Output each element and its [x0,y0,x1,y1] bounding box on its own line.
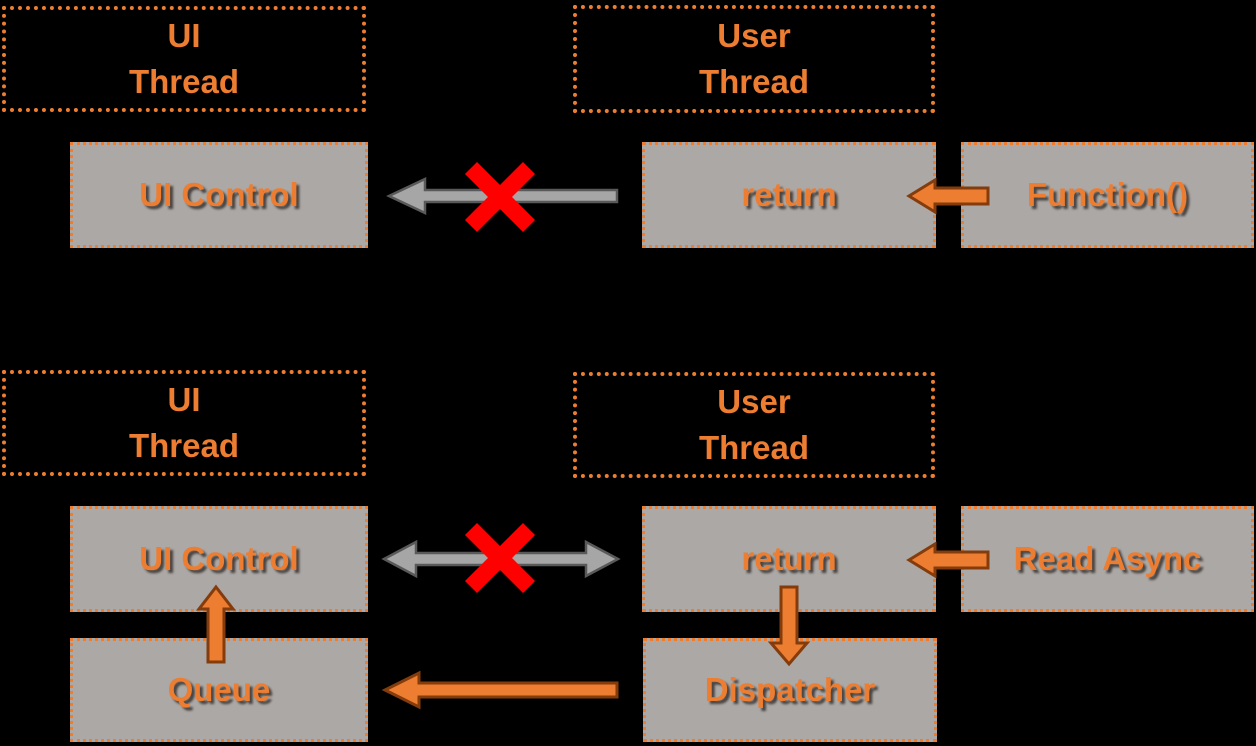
ui-control-box-bottom: UI Control [70,506,368,612]
red-x-icon-top [464,161,536,233]
queue-box: Queue [70,638,368,742]
ui-control-box-top: UI Control [70,142,368,248]
function-box: Function() [961,142,1254,248]
ui-thread-label-top: UI Thread [128,17,240,100]
user-thread-box-bottom: User Thread [573,372,935,478]
queue-label: Queue [167,671,271,709]
user-thread-label-bottom: User Thread [698,383,810,466]
ui-thread-label-bottom: UI Thread [128,381,240,464]
return-label-top: return [741,176,837,214]
ui-thread-box-bottom: UI Thread [2,370,366,476]
dispatcher-box: Dispatcher [643,638,937,742]
user-thread-label-top: User Thread [698,17,810,100]
dispatcher-label: Dispatcher [704,671,876,709]
return-box-top: return [642,142,936,248]
blocked-return-arrow [386,177,619,215]
red-x-icon-bottom [464,522,536,594]
user-thread-box-top: User Thread [573,5,935,113]
ui-control-label-bottom: UI Control [139,540,299,578]
read-async-label: Read Async [1013,540,1202,578]
blocked-bidirectional-arrow [381,539,621,579]
return-box-bottom: return [642,506,936,612]
ui-thread-box-top: UI Thread [2,6,366,112]
return-label-bottom: return [741,540,837,578]
function-label: Function() [1026,176,1189,214]
ui-control-label-top: UI Control [139,176,299,214]
dispatcher-to-queue-arrow [381,670,619,710]
read-async-box: Read Async [961,506,1254,612]
